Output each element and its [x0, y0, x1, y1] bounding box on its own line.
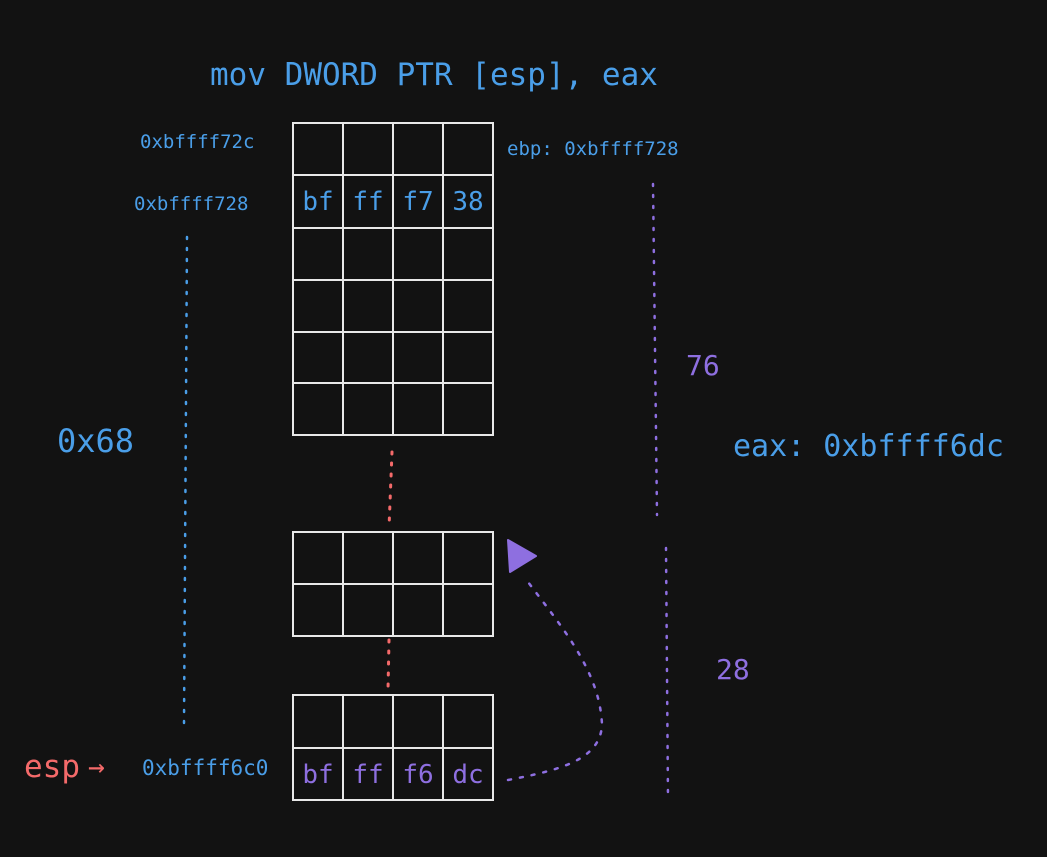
written-byte-1: ff	[352, 760, 384, 790]
saved-ebp-byte-1: ff	[352, 187, 384, 217]
distance-upper-label: 76	[686, 349, 720, 382]
distance-dotted-line-upper	[651, 182, 659, 517]
offset-dotted-line	[182, 235, 189, 727]
middle-cell-r1-c1	[342, 583, 394, 637]
bottom-cell-r0-c1	[342, 694, 394, 749]
distance-lower-label: 28	[716, 653, 750, 686]
middle-cell-r0-c0	[292, 531, 344, 585]
top-cell-r0-c0	[292, 122, 344, 176]
esp-pointer-arrow-icon: →	[88, 750, 105, 783]
instruction-title: mov DWORD PTR [esp], eax	[210, 57, 658, 93]
top-cell-r2-c2	[392, 227, 444, 281]
middle-cell-r0-c3	[442, 531, 494, 585]
middle-cell-r1-c0	[292, 583, 344, 637]
top-cell-r0-c2	[392, 122, 444, 176]
top-cell-r3-c2	[392, 279, 444, 333]
top-cell-r4-c0	[292, 331, 344, 384]
middle-cell-r0-c1	[342, 531, 394, 585]
address-ebp-slot: 0xbffff728	[134, 193, 249, 215]
ebp-register-label: ebp: 0xbffff728	[507, 138, 679, 160]
saved-ebp-byte-3: 38	[452, 187, 484, 217]
top-cell-r3-c0	[292, 279, 344, 333]
esp-register-label: esp	[24, 749, 80, 785]
middle-cell-r1-c3	[442, 583, 494, 637]
top-cell-r4-c2	[392, 331, 444, 384]
top-cell-r5-c0	[292, 382, 344, 436]
gap-dotted-line-upper	[387, 450, 394, 530]
top-cell-r5-c3	[442, 382, 494, 436]
top-cell-r5-c1	[342, 382, 394, 436]
written-byte-2: f6	[402, 760, 434, 790]
written-byte-3: dc	[452, 760, 484, 790]
top-cell-r0-c1	[342, 122, 394, 176]
stack-block-top	[292, 122, 494, 436]
top-cell-r4-c3	[442, 331, 494, 384]
distance-dotted-line-lower	[664, 546, 670, 802]
address-esp-slot: 0xbffff6c0	[142, 756, 269, 780]
top-cell-r2-c3	[442, 227, 494, 281]
bottom-cell-r0-c3	[442, 694, 494, 749]
top-cell-r4-c1	[342, 331, 394, 384]
gap-dotted-line-lower	[386, 638, 391, 692]
address-upper: 0xbffff72c	[140, 131, 255, 153]
bottom-cell-r0-c2	[392, 694, 444, 749]
saved-ebp-byte-2: f7	[402, 187, 434, 217]
offset-label: 0x68	[57, 422, 135, 460]
top-cell-r3-c3	[442, 279, 494, 333]
write-dotted-arrow	[506, 576, 604, 782]
top-cell-r2-c1	[342, 227, 394, 281]
written-byte-0: bf	[302, 760, 334, 790]
top-cell-r0-c3	[442, 122, 494, 176]
write-arrowhead-icon	[507, 539, 537, 573]
saved-ebp-byte-0: bf	[302, 187, 334, 217]
bottom-cell-r1-c3	[442, 747, 494, 801]
bottom-cell-r0-c0	[292, 694, 344, 749]
middle-cell-r1-c2	[392, 583, 444, 637]
middle-cell-r0-c2	[392, 531, 444, 585]
stack-block-middle	[292, 531, 494, 637]
eax-register-label: eax: 0xbffff6dc	[733, 429, 1004, 464]
top-cell-r5-c2	[392, 382, 444, 436]
top-cell-r2-c0	[292, 227, 344, 281]
top-cell-r3-c1	[342, 279, 394, 333]
stack-block-bottom	[292, 694, 494, 801]
